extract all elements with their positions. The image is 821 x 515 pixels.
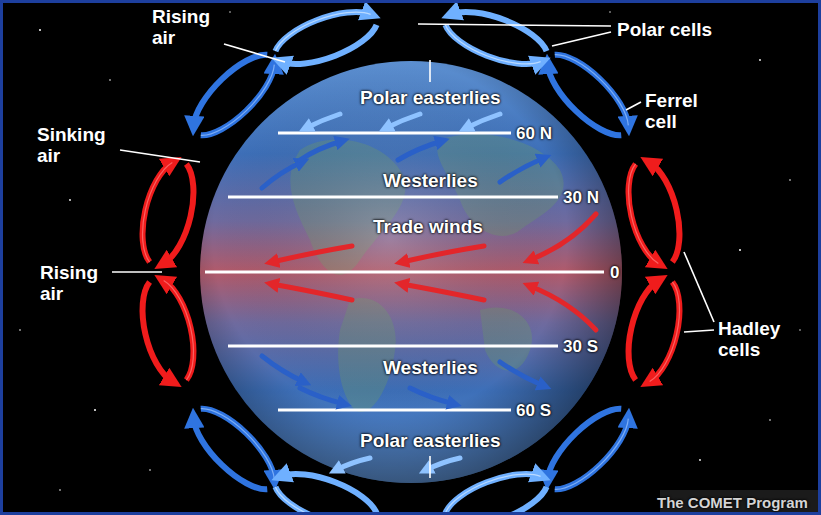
cell-label: Hadley cells: [718, 318, 804, 360]
leader-lines: [112, 24, 714, 478]
latitude-lines: [205, 133, 604, 410]
motion-label: Sinking air: [37, 124, 121, 166]
circulation-cells: [133, 2, 688, 515]
cell-label: Polar cells: [617, 19, 712, 40]
latitude-label: 0: [610, 263, 619, 282]
stars: [19, 11, 801, 491]
latitude-label: 60 N: [516, 124, 552, 143]
wind-label: Polar easterlies: [360, 430, 500, 451]
wind-label: Westerlies: [383, 170, 478, 191]
latitude-label: 30 S: [563, 337, 598, 356]
motion-label: Rising air: [40, 262, 114, 304]
cell-label: Ferrel cell: [645, 90, 725, 132]
wind-label: Trade winds: [373, 216, 483, 237]
wind-label: Polar easterlies: [360, 87, 500, 108]
wind-label: Westerlies: [383, 357, 478, 378]
latitude-label: 30 N: [563, 188, 599, 207]
surface-winds: [262, 114, 596, 470]
motion-label: Rising air: [152, 6, 226, 48]
globe: [200, 61, 622, 483]
credit-text: The COMET Program: [657, 494, 808, 511]
latitude-label: 60 S: [516, 401, 551, 420]
